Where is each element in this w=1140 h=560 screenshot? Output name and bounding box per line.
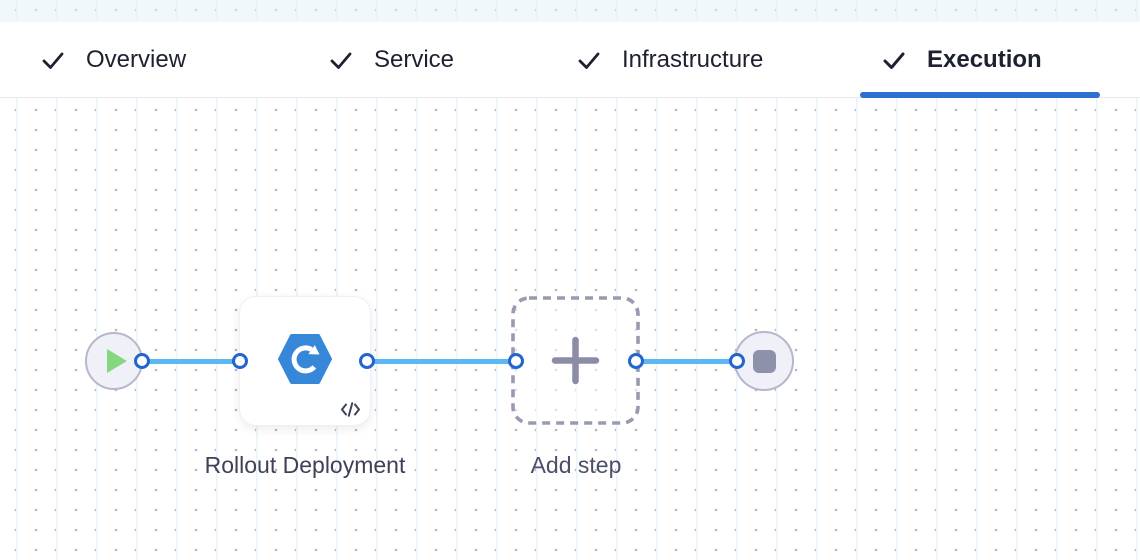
port-step-out[interactable]: [359, 353, 375, 369]
connector-addstep-to-end: [636, 359, 737, 364]
rollout-deployment-hexagon-icon: [278, 334, 332, 384]
add-step-node[interactable]: [509, 294, 642, 427]
tab-infrastructure[interactable]: Infrastructure: [577, 22, 763, 97]
tab-overview[interactable]: Overview: [41, 22, 186, 97]
start-node[interactable]: [85, 332, 143, 390]
check-icon: [578, 52, 600, 69]
code-icon: [341, 402, 360, 417]
port-addstep-out[interactable]: [628, 353, 644, 369]
tab-label: Overview: [86, 45, 187, 73]
port-end-in[interactable]: [729, 353, 745, 369]
port-start-out[interactable]: [134, 353, 150, 369]
tab-service[interactable]: Service: [329, 22, 454, 97]
check-icon: [42, 52, 64, 69]
step-label: Rollout Deployment: [204, 452, 406, 478]
stop-icon: [752, 349, 776, 373]
check-icon: [883, 52, 905, 69]
tab-label: Service: [374, 45, 455, 73]
step-card-rollout-deployment[interactable]: [240, 297, 370, 425]
tab-label: Infrastructure: [622, 45, 764, 73]
active-tab-underline: [860, 92, 1100, 98]
play-icon: [106, 349, 126, 373]
tab-execution[interactable]: Execution: [882, 22, 1042, 97]
check-icon: [330, 52, 352, 69]
canvas-top-strip: [0, 0, 1140, 22]
connector-start-to-step: [142, 359, 240, 364]
plus-icon: [551, 336, 600, 385]
port-step-in[interactable]: [232, 353, 248, 369]
stage-tab-bar: Overview Service Infrastructure Executio…: [0, 22, 1140, 98]
tab-label: Execution: [927, 45, 1042, 73]
port-addstep-in[interactable]: [508, 353, 524, 369]
connector-step-to-addstep: [367, 359, 516, 364]
add-step-label[interactable]: Add step: [530, 452, 622, 478]
